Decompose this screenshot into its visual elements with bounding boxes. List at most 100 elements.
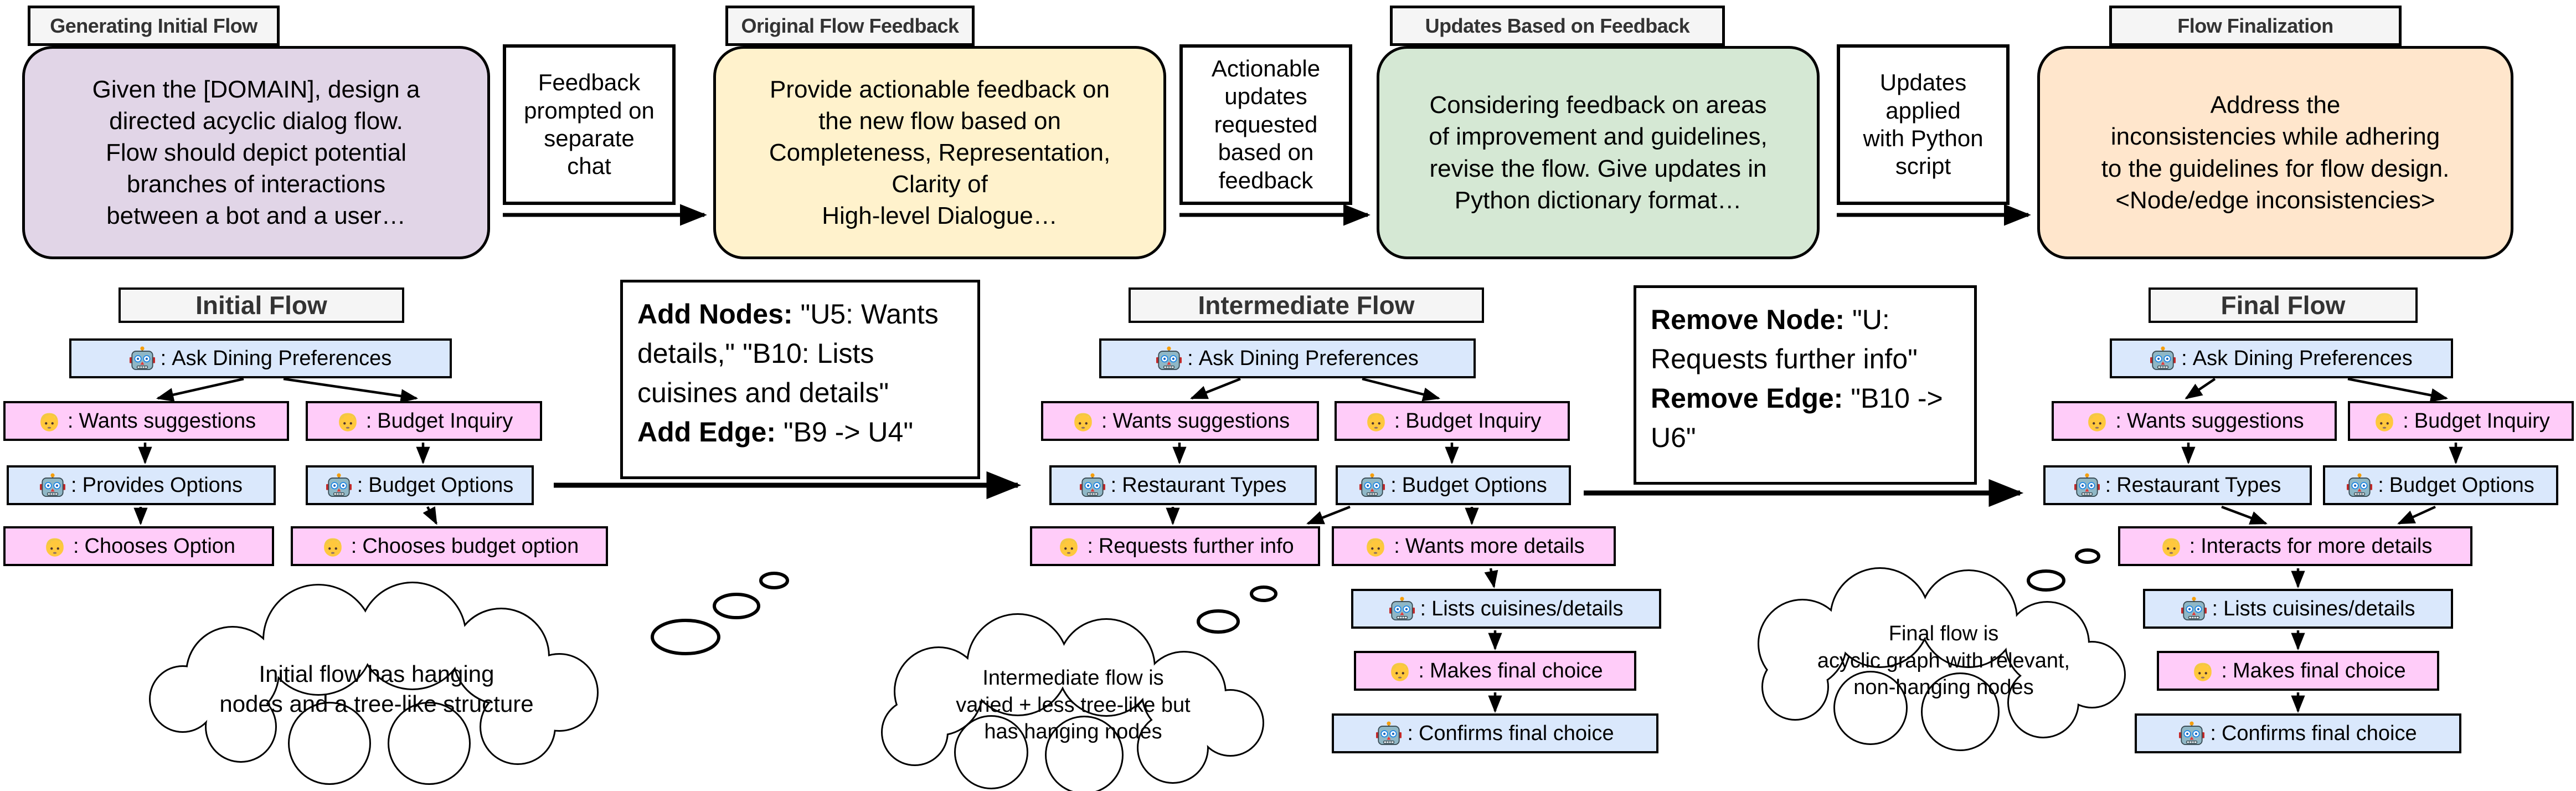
final-node-wants-suggestions: : Wants suggestions <box>2052 401 2337 441</box>
node-separator: : <box>2115 409 2121 433</box>
node-separator: : <box>1394 534 1400 558</box>
node-separator: : <box>73 534 79 558</box>
cloud-note-initial: Initial flow has hanging nodes and a tre… <box>219 661 534 717</box>
user-icon <box>2194 662 2212 681</box>
initial-node-budget-inquiry: : Budget Inquiry <box>306 401 542 441</box>
stage-title-updates-based-on-feedback: Updates Based on Feedback <box>1390 6 1725 46</box>
flow-title-final: Final Flow <box>2149 287 2418 323</box>
user-icon <box>2162 538 2180 557</box>
node-separator: : <box>1110 473 1117 497</box>
node-separator: : <box>2212 597 2218 620</box>
node-label: Budget Inquiry <box>377 409 513 433</box>
intermediate-node-confirms-final-choice: : Confirms final choice <box>1332 713 1658 753</box>
node-separator: : <box>1394 409 1400 433</box>
bot-icon <box>2179 721 2205 746</box>
final-node-ask-dining-preferences: : Ask Dining Preferences <box>2110 338 2453 378</box>
node-label: Lists cuisines/details <box>1431 597 1624 620</box>
user-icon <box>40 413 58 432</box>
node-separator: : <box>2378 473 2384 497</box>
flow-title-label: Final Flow <box>2220 291 2346 320</box>
bot-icon <box>326 472 352 497</box>
bot-icon <box>1376 721 1402 746</box>
user-icon <box>1367 413 1385 432</box>
node-separator: : <box>357 473 363 497</box>
stage-text: Address the inconsistencies while adheri… <box>2101 91 2450 214</box>
node-label: Provides Options <box>82 473 243 497</box>
node-label: Chooses Option <box>84 534 236 558</box>
user-icon <box>1060 538 1078 557</box>
node-separator: : <box>160 346 167 370</box>
stage-text: Given the [DOMAIN], design a directed ac… <box>92 75 420 230</box>
node-label: Lists cuisines/details <box>2223 597 2415 620</box>
node-separator: : <box>1187 346 1193 370</box>
node-label: Budget Inquiry <box>1405 409 1542 433</box>
bot-icon <box>1359 472 1385 497</box>
node-separator: : <box>67 409 74 433</box>
intermediate-node-ask-dining-preferences: : Ask Dining Preferences <box>1099 338 1476 378</box>
node-separator: : <box>1087 534 1093 558</box>
edit-value-add-nodes: "U5: Wants details," "B10: Lists cuisine… <box>637 299 939 408</box>
node-separator: : <box>2210 721 2216 745</box>
node-separator: : <box>2105 473 2111 497</box>
user-icon <box>46 538 64 557</box>
user-icon <box>2088 413 2106 432</box>
intermediate-node-requests-further-info: : Requests further info <box>1030 526 1320 566</box>
flow-title-intermediate: Intermediate Flow <box>1129 287 1484 323</box>
node-separator: : <box>1418 659 1424 682</box>
node-label: Ask Dining Preferences <box>172 346 392 370</box>
stage-title-label: Flow Finalization <box>2177 14 2333 37</box>
user-icon <box>1367 538 1385 557</box>
edit-line-remove-node: Remove Node: "U: Requests further info" <box>1651 300 1960 379</box>
final-node-budget-options: : Budget Options <box>2323 465 2558 505</box>
bot-icon <box>2181 596 2207 621</box>
edit-line-add-edge: Add Edge: "B9 -> U4" <box>637 413 963 452</box>
node-separator: : <box>2189 534 2196 558</box>
initial-node-provides-options: : Provides Options <box>7 465 276 505</box>
initial-node-chooses-budget-option: : Chooses budget option <box>291 526 608 566</box>
thought-bubbles-initial <box>651 572 789 655</box>
intermediate-node-lists-cuisines-details: : Lists cuisines/details <box>1351 589 1661 629</box>
edit-key-add-nodes: Add Nodes: <box>637 299 793 330</box>
edit-value-add-edge: "B9 -> U4" <box>775 417 914 448</box>
node-label: Interacts for more details <box>2201 534 2433 558</box>
node-label: Makes final choice <box>2232 659 2406 682</box>
node-separator: : <box>351 534 357 558</box>
user-icon <box>1074 413 1092 432</box>
user-icon <box>323 538 342 557</box>
stage-box-generating-initial-flow: Given the [DOMAIN], design a directed ac… <box>22 46 490 259</box>
thought-bubbles-final <box>2027 548 2100 592</box>
node-label: Wants suggestions <box>1112 409 1290 433</box>
node-label: Budget Options <box>2389 473 2534 497</box>
initial-node-budget-options: : Budget Options <box>306 465 534 505</box>
stage-text: Considering feedback on areas of improve… <box>1429 91 1768 214</box>
connector-label-updates-applied: Updates applied with Python script <box>1837 44 2010 205</box>
final-node-makes-final-choice: : Makes final choice <box>2157 651 2439 691</box>
stage-title-label: Original Flow Feedback <box>741 14 959 37</box>
node-separator: : <box>2221 659 2227 682</box>
bot-icon <box>2074 472 2100 497</box>
node-label: Wants suggestions <box>2126 409 2304 433</box>
node-separator: : <box>1420 597 1426 620</box>
node-separator: : <box>1407 721 1413 745</box>
stage-title-flow-finalization: Flow Finalization <box>2109 6 2402 46</box>
cloud-note-intermediate: Intermediate flow is varied + less tree-… <box>956 666 1191 744</box>
bot-icon <box>1389 596 1415 621</box>
stage-title-label: Generating Initial Flow <box>50 14 257 37</box>
final-node-budget-inquiry: : Budget Inquiry <box>2348 401 2574 441</box>
node-label: Wants more details <box>1405 534 1585 558</box>
edit-value-remove-node: "U: Requests further info" <box>1651 304 1918 374</box>
initial-node-ask-dining-preferences: : Ask Dining Preferences <box>69 338 452 378</box>
node-separator: : <box>1390 473 1397 497</box>
edit-box-add-nodes-edge: Add Nodes: "U5: Wants details," "B10: Li… <box>620 280 980 479</box>
node-label: Budget Inquiry <box>2414 409 2550 433</box>
bot-icon <box>40 472 66 497</box>
bot-icon <box>1156 346 1182 371</box>
node-separator: : <box>365 409 372 433</box>
flow-title-label: Intermediate Flow <box>1198 291 1415 320</box>
node-separator: : <box>71 473 77 497</box>
node-label: Chooses budget option <box>362 534 579 558</box>
cloud-note-final: Final flow is acyclic graph with relevan… <box>1817 622 2070 700</box>
node-separator: : <box>1101 409 1107 433</box>
node-label: Ask Dining Preferences <box>2192 346 2413 370</box>
